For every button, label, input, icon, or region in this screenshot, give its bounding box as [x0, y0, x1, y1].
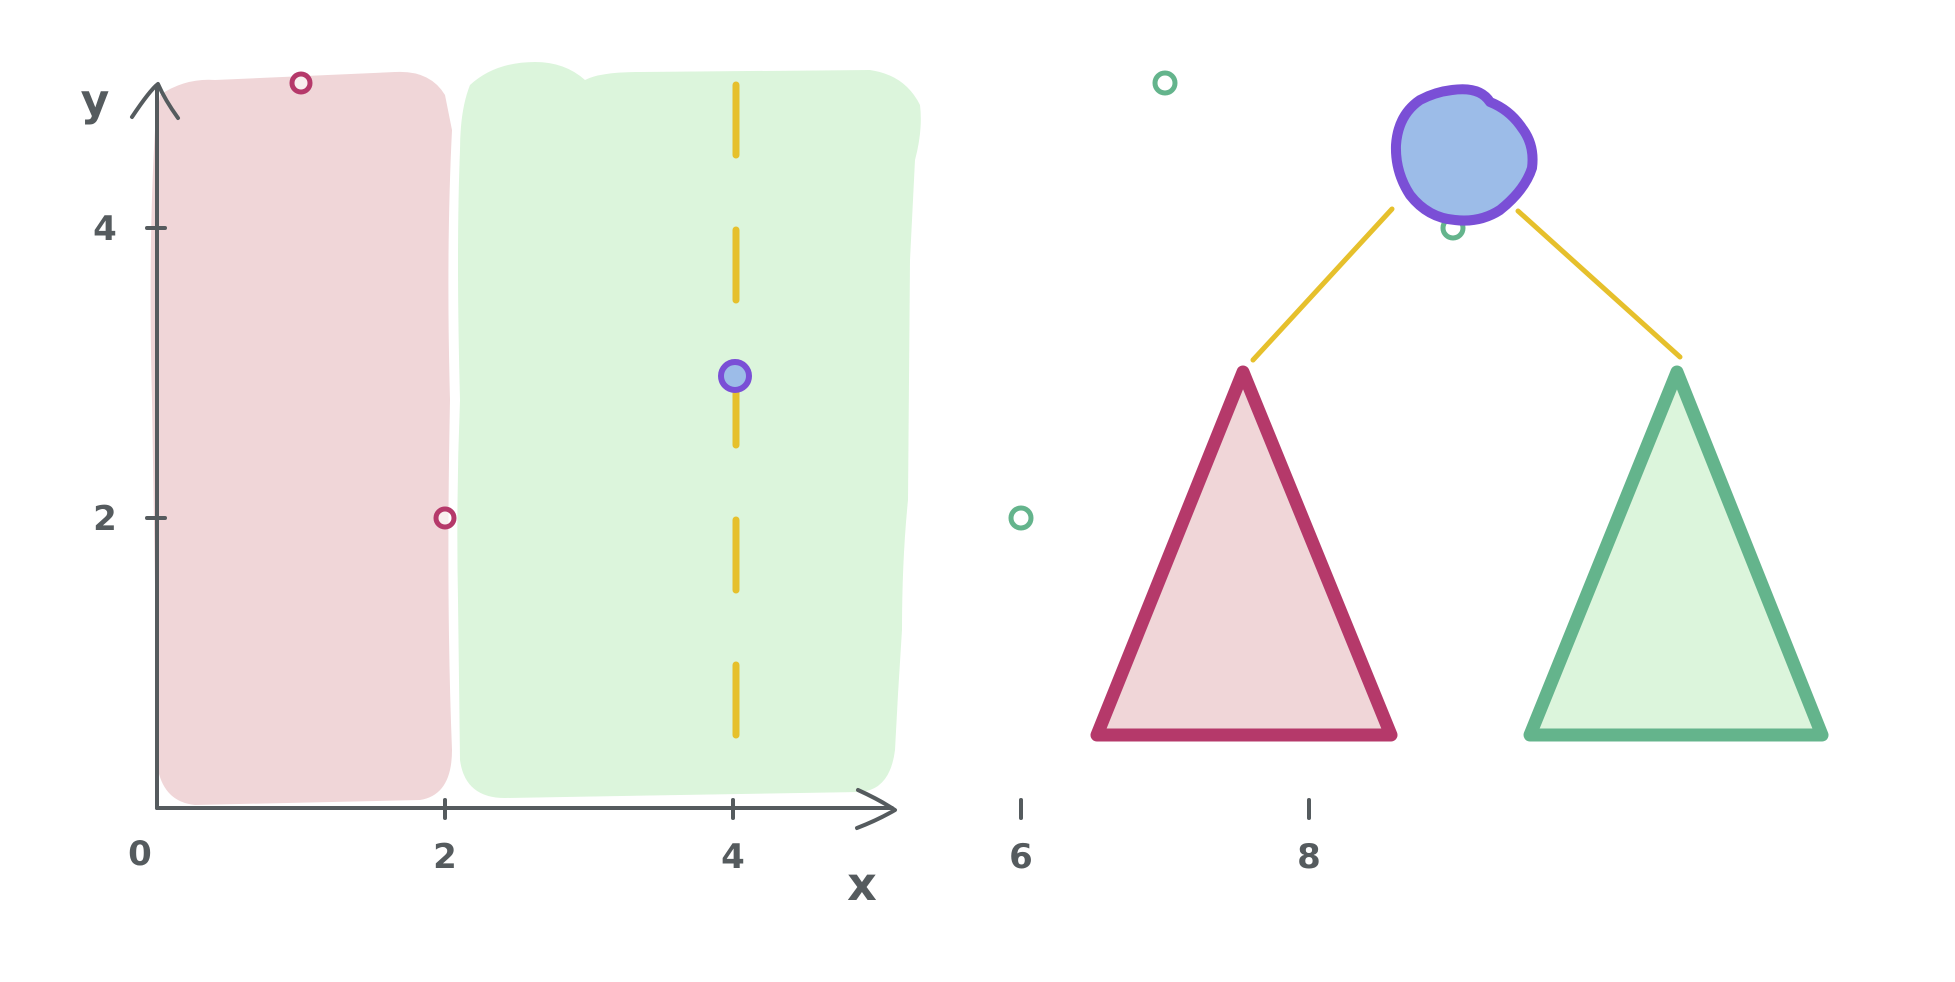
- y-axis: [130, 82, 180, 810]
- x-axis-arrow-icon: [855, 788, 897, 830]
- pivot-node-icon: [1390, 84, 1538, 226]
- right-point: [1008, 505, 1034, 531]
- y-axis-arrow-icon: [130, 82, 180, 120]
- pivot-point: [718, 359, 752, 393]
- edge-left: [1250, 206, 1395, 363]
- x-axis-label: x: [847, 857, 877, 911]
- plot: 2 4 6 8 2 4 6 8 0 x y: [81, 62, 1466, 911]
- right-region: [457, 62, 921, 798]
- tree: [1090, 84, 1829, 742]
- left-point: [433, 506, 457, 530]
- edge-right: [1515, 208, 1683, 360]
- left-point: [289, 71, 313, 95]
- y-tick-label: 4: [93, 209, 117, 249]
- y-axis-label: y: [81, 75, 110, 126]
- x-ticks: 2 4 6 8: [433, 798, 1321, 877]
- x-tick-label: 4: [721, 837, 745, 877]
- x-tick-label: 2: [433, 837, 457, 877]
- x-tick-label: 8: [1297, 837, 1321, 877]
- right-subtree-triangle-icon: [1523, 365, 1829, 742]
- left-subtree-triangle-icon: [1090, 365, 1398, 742]
- origin-label: 0: [128, 834, 152, 874]
- x-tick-label: 6: [1009, 837, 1033, 877]
- left-region: [150, 71, 452, 805]
- right-point: [1152, 70, 1178, 96]
- y-tick-label: 2: [93, 499, 117, 539]
- x-axis: [155, 788, 897, 830]
